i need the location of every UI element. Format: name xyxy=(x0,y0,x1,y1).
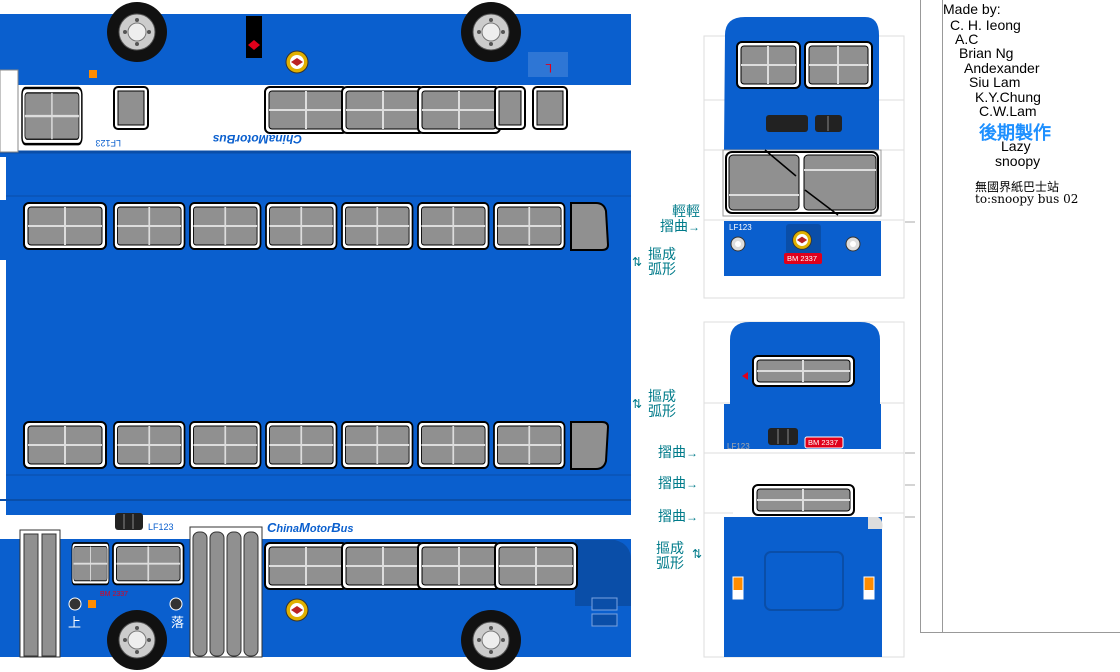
credit-name: A.C xyxy=(955,31,979,47)
credit-name: Andexander xyxy=(964,60,1040,76)
credit-name: Siu Lam xyxy=(969,74,1021,90)
credits-heading: Made by: xyxy=(943,1,1001,17)
svg-text:BM 2337: BM 2337 xyxy=(100,591,128,598)
fold-guides xyxy=(905,221,915,518)
bus-rear-view xyxy=(703,321,905,658)
annotation-fold-3: 摺曲→ xyxy=(658,508,698,525)
bus-side-upper: L LF123 ChinaMotorBus xyxy=(0,1,631,157)
annotation-light-fold: 輕輕 摺曲→ xyxy=(660,203,700,235)
brand-side: ChinaMotorBus xyxy=(267,520,353,535)
bus-roof xyxy=(0,157,631,515)
fleet-number-rear: LF123 xyxy=(727,442,750,451)
reg-plate-rear: BM 2337 xyxy=(808,438,838,447)
wheel-front-bottom xyxy=(106,609,168,671)
annotation-curve-1: ⇅ 摳成 弧形 xyxy=(632,246,676,277)
annotation-fold-1: 摺曲→ xyxy=(658,444,698,461)
credit-name: C.W.Lam xyxy=(979,103,1037,119)
credit-name: K.Y.Chung xyxy=(975,89,1041,105)
fleet-number-side-mirrored: LF123 xyxy=(95,138,121,148)
wheel-front-top xyxy=(106,1,168,63)
credit-name: C. H. Ieong xyxy=(950,17,1021,33)
fleet-number-side: LF123 xyxy=(148,522,174,532)
to-line: to:snoopy bus 02 xyxy=(975,192,1079,206)
door-label-exit: 落 xyxy=(171,615,184,630)
credit-name: Lazy xyxy=(1001,138,1031,154)
annotation-curve-2: ⇅ 摳成 弧形 xyxy=(632,388,676,419)
annotation-curve-3: ⇅ 摳成 弧形 xyxy=(656,540,703,571)
svg-text:L: L xyxy=(545,61,552,75)
site-name: 無國界紙巴士站 xyxy=(975,180,1060,194)
credit-name: snoopy xyxy=(995,153,1041,169)
wheel-rear-top xyxy=(460,1,522,63)
annotation-fold-2: 摺曲→ xyxy=(658,475,698,492)
post-production-title: 後期製作 xyxy=(979,123,1051,143)
upper-side-window xyxy=(20,86,84,146)
credits-panel xyxy=(920,0,1120,633)
bus-front-view xyxy=(703,17,905,299)
wheel-rear-bottom xyxy=(460,609,522,671)
bus-side-lower: BM 2337 xyxy=(0,513,631,671)
fleet-number-front: LF123 xyxy=(729,223,752,232)
credit-name: Brian Ng xyxy=(959,45,1014,61)
reg-plate-front: BM 2337 xyxy=(787,254,817,263)
brand-side-mirrored: ChinaMotorBus xyxy=(212,132,302,146)
door-label-entry: 上 xyxy=(68,615,81,630)
